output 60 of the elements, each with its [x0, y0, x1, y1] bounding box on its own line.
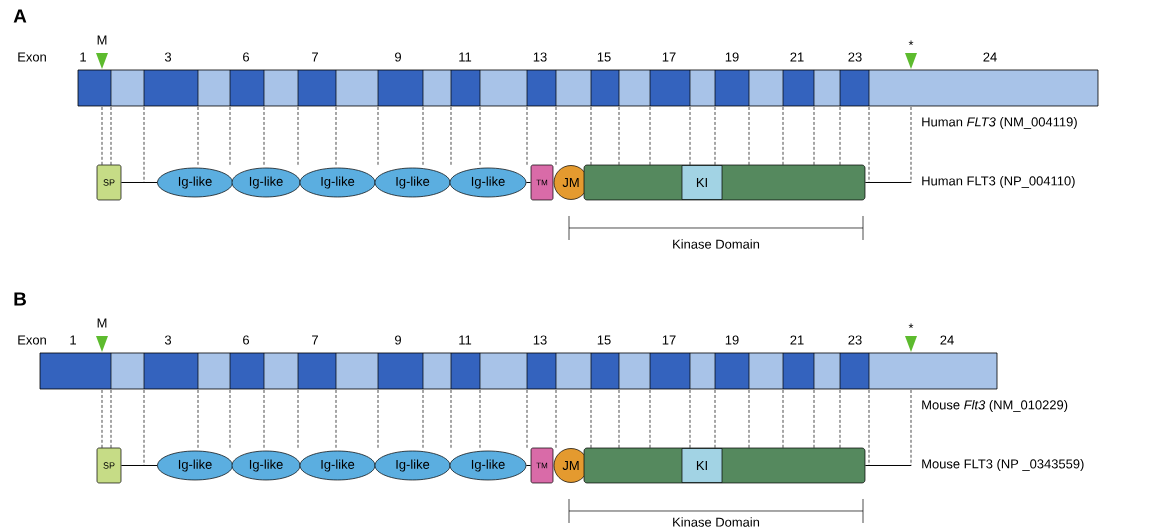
- exon-number: 1: [70, 335, 76, 345]
- exon-number: 21: [790, 335, 804, 345]
- ig-like-domain: Ig-like: [299, 167, 376, 198]
- ig-like-domain: Ig-like: [374, 450, 451, 481]
- ig-like-domain: Ig-like: [449, 167, 527, 198]
- exon-number: 1: [80, 52, 86, 62]
- protein-label: Human FLT3 (NP_004110): [922, 175, 1075, 189]
- exon-number: 17: [662, 335, 676, 345]
- connector-line: [120, 182, 158, 183]
- exon-number: 9: [395, 335, 401, 345]
- connector-line: [120, 465, 158, 466]
- ig-like-domain: Ig-like: [231, 450, 301, 481]
- panel-letter: B: [14, 292, 26, 306]
- axis-label: Exon: [18, 335, 46, 345]
- signal-peptide-box: SP: [96, 164, 122, 201]
- exon-number: 6: [243, 52, 250, 62]
- signal-peptide-box: SP: [96, 447, 122, 484]
- exon-number: 11: [459, 335, 472, 345]
- ig-like-domain: Ig-like: [374, 167, 451, 198]
- exon-number: 7: [312, 52, 318, 62]
- exon-number: 6: [243, 335, 250, 345]
- panel-letter: A: [13, 9, 27, 23]
- ig-like-domain: Ig-like: [299, 450, 376, 481]
- marker-label: M: [97, 318, 107, 328]
- transcript-label: Human FLT3 (NM_004119): [922, 116, 1077, 130]
- ig-like-domain: Ig-like: [157, 167, 233, 198]
- ig-like-domain: Ig-like: [157, 450, 233, 481]
- exon-number: 7: [312, 335, 318, 345]
- marker-label: *: [908, 323, 914, 329]
- axis-label: Exon: [18, 52, 46, 62]
- exon-number: 24: [940, 335, 954, 345]
- exon-number: 13: [533, 52, 547, 62]
- protein-label: Mouse FLT3 (NP _0343559): [922, 458, 1084, 472]
- ig-like-domain: Ig-like: [231, 167, 301, 198]
- transcript-label: Mouse Flt3 (NM_010229): [922, 399, 1068, 413]
- connector-line: [525, 465, 532, 466]
- exon-number: 19: [725, 335, 739, 345]
- exon-number: 9: [395, 52, 401, 62]
- exon-number: 23: [848, 52, 862, 62]
- marker-label: *: [908, 40, 914, 46]
- ig-like-domain: Ig-like: [449, 450, 527, 481]
- exon-number: 3: [164, 335, 172, 345]
- exon-number: 13: [533, 335, 547, 345]
- exon-number: 11: [459, 52, 472, 62]
- exon-number: 21: [790, 52, 804, 62]
- exon-number: 17: [662, 52, 676, 62]
- exon-number: 23: [848, 335, 862, 345]
- domain-label: Kinase Domain: [673, 517, 760, 527]
- exon-number: 15: [597, 335, 611, 345]
- exon-number: 15: [597, 52, 611, 62]
- connector-line: [525, 182, 532, 183]
- kinase-insert-box: KI: [681, 165, 723, 200]
- connector-line: [864, 465, 912, 466]
- exon-number: 19: [725, 52, 739, 62]
- exon-number: 24: [983, 52, 997, 62]
- kinase-insert-box: KI: [681, 448, 723, 483]
- marker-label: M: [97, 35, 107, 45]
- domain-label: Kinase Domain: [673, 239, 760, 249]
- exon-number: 3: [164, 52, 172, 62]
- connector-line: [864, 182, 912, 183]
